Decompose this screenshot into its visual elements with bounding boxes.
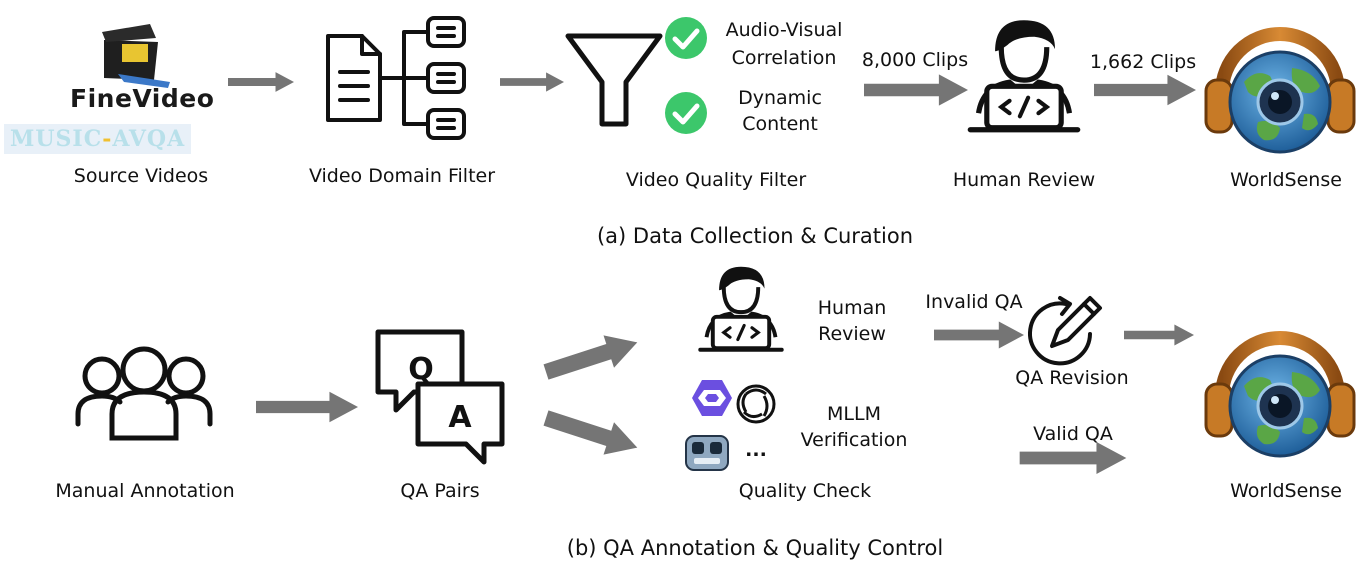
manual-annotation-label: Manual Annotation [55,480,235,502]
finevideo-logo-text: FineVideo [70,84,215,113]
qa-revision-label: QA Revision [1015,367,1129,389]
mllm-verification-line1: MLLM [827,403,881,425]
clips-count-before-review: 8,000 Clips [861,49,969,71]
flow-arrow [543,410,638,455]
mllm-verification-line2: Verification [800,429,908,451]
finevideo-logo-icon [102,24,170,88]
criterion-audio-visual-line2: Correlation [731,47,837,69]
music-avqa-logo: MUSIC-AVQA [4,124,192,154]
flow-arrow [543,335,638,380]
llava-model-icon [685,435,729,471]
music-avqa-logo-right: AVQA [112,126,186,152]
clips-count-final: 1,662 Clips [1089,51,1197,73]
criterion-audio-visual-line1: Audio-Visual [725,19,843,41]
flow-arrow [934,321,1024,349]
criterion-dynamic-line1: Dynamic [738,87,822,109]
music-avqa-logo-left: MUSIC [10,126,103,152]
qa-bubble-q-letter: Q [408,352,434,387]
funnel-icon [565,33,663,127]
human-review-line1: Human [817,297,887,319]
worldsense-label: WorldSense [1230,169,1342,191]
check-circle-icon [665,92,707,134]
section-a-caption: (a) Data Collection & Curation [596,224,914,248]
worldsense-logo-icon [1206,338,1354,456]
check-circle-icon [665,17,707,59]
flow-arrow [1019,442,1127,474]
source-videos-label: Source Videos [73,165,209,187]
qwen-model-icon [692,380,732,416]
music-avqa-logo-dash: - [102,126,113,152]
domain-filter-icon [326,16,466,140]
qa-bubbles-icon [375,329,505,465]
group-people-icon [75,346,213,441]
human-reviewer-icon [698,264,784,352]
revision-pencil-icon [1028,296,1102,366]
qa-bubble-a-letter: A [448,400,472,435]
flow-arrow [1094,74,1196,106]
human-review-label: Human Review [952,169,1096,191]
qa-pairs-label: QA Pairs [400,480,480,502]
flow-arrow [256,391,358,423]
human-review-line2: Review [818,323,886,345]
worldsense-logo-icon [1206,34,1354,152]
criterion-dynamic-line2: Content [742,113,818,135]
quality-filter-label: Video Quality Filter [625,169,807,191]
flow-arrow [864,74,968,106]
human-reviewer-icon [970,20,1077,130]
flow-arrow [1124,324,1194,346]
quality-check-label: Quality Check [738,480,872,502]
flow-arrow [500,72,564,92]
domain-filter-label: Video Domain Filter [308,165,496,187]
flow-arrow [228,72,294,92]
invalid-qa-label: Invalid QA [925,291,1023,313]
valid-qa-label: Valid QA [1033,423,1113,445]
worldsense-label-b: WorldSense [1230,480,1342,502]
section-b-caption: (b) QA Annotation & Quality Control [566,536,944,560]
openai-model-icon [736,384,776,424]
more-models-ellipsis: ... [745,439,767,461]
